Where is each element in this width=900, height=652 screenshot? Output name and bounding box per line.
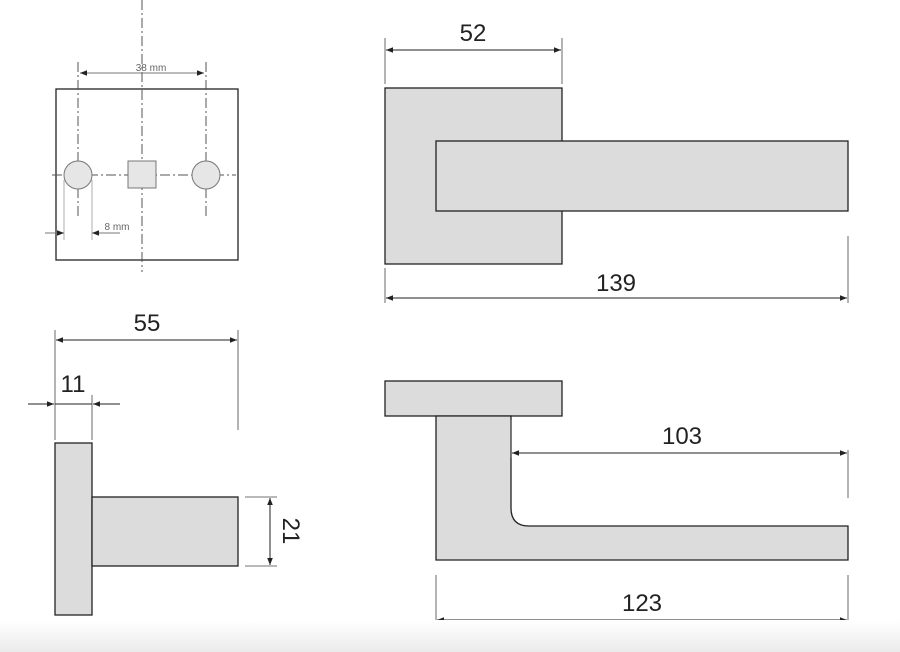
rosette-thickness-label: 11 (61, 371, 86, 398)
front-view: 52 139 (384, 20, 849, 303)
projection-label: 55 (134, 310, 161, 337)
total-length-label: 139 (596, 270, 636, 297)
top-view: 103 123 (384, 380, 849, 624)
hole-diameter-label: 8 mm (105, 222, 130, 233)
lever-height-label: 21 (277, 518, 304, 545)
side-view: 55 11 21 (28, 310, 304, 616)
bottom-fade (0, 620, 900, 652)
rosette-width-label: 52 (460, 20, 487, 47)
lever-length-label: 123 (622, 590, 662, 617)
hole-spacing-label: 38 mm (136, 63, 167, 74)
mounting-plate-view: 38 mm 8 mm (45, 0, 239, 272)
grip-length-label: 103 (662, 423, 702, 450)
